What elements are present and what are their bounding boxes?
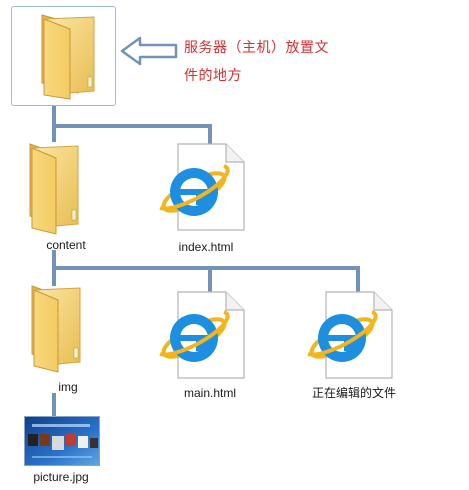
content-folder-icon[interactable]	[20, 140, 90, 236]
editing-file-label: 正在编辑的文件	[311, 386, 397, 400]
index-html-icon[interactable]	[158, 140, 250, 232]
content-folder-label: content	[46, 238, 86, 252]
picture-jpg-label: picture.jpg	[33, 470, 89, 484]
server-annotation: 服务器（主机）放置文 件的地方	[184, 34, 359, 90]
hollow-arrow-icon	[120, 36, 178, 66]
main-html-icon[interactable]	[158, 288, 250, 380]
server-root-box	[11, 6, 116, 106]
server-folder-icon	[41, 14, 95, 100]
picture-thumbnail-icon[interactable]	[24, 416, 100, 466]
editing-file-icon[interactable]	[306, 288, 398, 380]
main-html-label: main.html	[183, 386, 237, 400]
img-folder-icon[interactable]	[22, 284, 92, 374]
annotation-line-2: 件的地方	[184, 68, 242, 84]
img-folder-label: img	[58, 380, 78, 394]
annotation-line-1: 服务器（主机）放置文	[184, 40, 329, 56]
index-html-label: index.html	[178, 240, 234, 254]
